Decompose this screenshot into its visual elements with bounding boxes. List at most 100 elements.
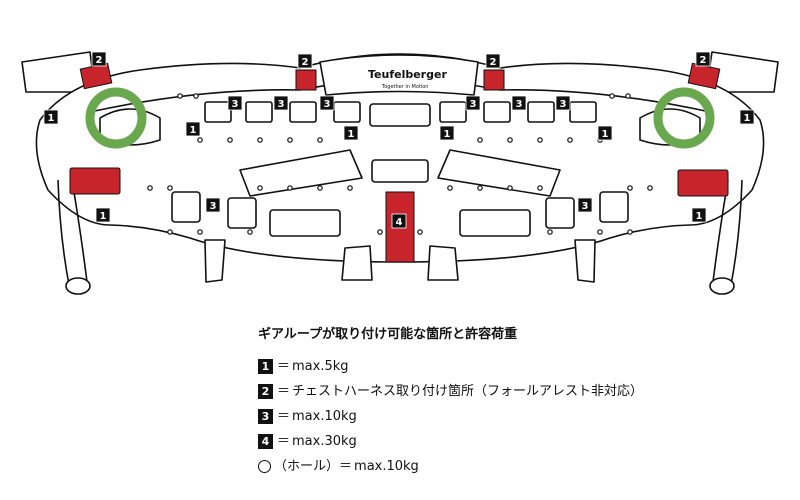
svg-text:1: 1 [190, 125, 197, 136]
buckle [245, 101, 273, 123]
legend-title: ギアループが取り付け可能な箇所と許容荷重 [258, 327, 518, 342]
legend: ギアループが取り付け可能な箇所と許容荷重 1 ＝ max.5kg 2 ＝ チェス… [258, 328, 643, 482]
equals-sign: ＝ [339, 458, 353, 474]
legend-text-4: max.30kg [292, 433, 357, 449]
slot-left-low [269, 209, 341, 237]
marker-2: 2 [297, 53, 313, 69]
badge-2: 2 [258, 383, 273, 399]
svg-text:2: 2 [700, 55, 707, 66]
marker-3: 3 [319, 95, 335, 111]
equals-sign: ＝ [277, 383, 291, 399]
marker-2: 2 [91, 51, 107, 67]
marker-2: 2 [485, 53, 501, 69]
hole [377, 229, 383, 235]
hole [477, 137, 483, 143]
slot-right-low [459, 209, 531, 237]
buckle [545, 197, 575, 229]
svg-text:1: 1 [48, 113, 55, 124]
marker-1: 1 [691, 207, 707, 223]
hole [567, 137, 573, 143]
hole [177, 93, 183, 99]
hole-label: （ホール） [274, 458, 340, 474]
buckle [527, 101, 555, 123]
leg-strap-right-1 [427, 245, 459, 281]
equals-sign: ＝ [277, 408, 291, 424]
hole [227, 137, 233, 143]
slot-center-mid [371, 159, 429, 183]
rope-end-left [65, 277, 91, 295]
hole [627, 185, 633, 191]
buckle [569, 101, 597, 123]
svg-text:1: 1 [100, 211, 107, 222]
hole [147, 185, 153, 191]
marker-3: 3 [511, 95, 527, 111]
logo-tagline: Together in Motion [381, 84, 428, 90]
legend-row-4: 4 ＝ max.30kg [258, 432, 643, 450]
hole [317, 185, 323, 191]
hole [197, 229, 203, 235]
svg-text:3: 3 [278, 99, 285, 110]
marker-3: 3 [273, 95, 289, 111]
marker-1: 1 [597, 125, 613, 141]
buckle [439, 101, 467, 123]
marker-3: 3 [577, 197, 593, 213]
svg-text:4: 4 [396, 217, 403, 228]
hole [547, 229, 553, 235]
buckle [333, 101, 361, 123]
leg-strap-left-2 [341, 245, 373, 281]
buckle [204, 101, 232, 123]
marker-1: 1 [95, 207, 111, 223]
hole [257, 137, 263, 143]
leg-strap-right-2 [574, 239, 596, 283]
hole [447, 185, 453, 191]
hole [347, 185, 353, 191]
svg-text:2: 2 [490, 57, 497, 68]
legend-row-1: 1 ＝ max.5kg [258, 357, 643, 375]
hole [257, 185, 263, 191]
svg-text:3: 3 [470, 99, 477, 110]
harness-diagram: Teufelberger Together in Motion 1 1 1 1 1 1 1 1… [21, 51, 779, 295]
hole [627, 229, 633, 235]
marker-3: 3 [555, 95, 571, 111]
rope-end-right [709, 277, 735, 295]
badge-3: 3 [258, 408, 273, 424]
marker-1: 1 [43, 109, 59, 125]
hole [537, 185, 543, 191]
marker-1: 1 [439, 125, 455, 141]
legend-text-3: max.10kg [292, 408, 357, 424]
marker-1: 1 [185, 121, 201, 137]
logo-text: Teufelberger [368, 68, 447, 81]
svg-text:3: 3 [210, 201, 217, 212]
svg-text:3: 3 [324, 99, 331, 110]
hole [197, 137, 203, 143]
hole [597, 229, 603, 235]
svg-text:1: 1 [602, 129, 609, 140]
webbing-left [239, 149, 363, 197]
red-mark-top-c1 [295, 69, 317, 91]
marker-4: 4 [391, 213, 407, 229]
hole [507, 137, 513, 143]
hole [417, 229, 423, 235]
hole [317, 137, 323, 143]
hole-text: max.10kg [354, 458, 419, 474]
svg-text:1: 1 [348, 129, 355, 140]
marker-1: 1 [739, 109, 755, 125]
red-mark-side-right [677, 169, 729, 197]
svg-text:1: 1 [444, 129, 451, 140]
svg-text:1: 1 [744, 113, 751, 124]
hole [609, 93, 615, 99]
badge-1: 1 [258, 358, 273, 374]
red-mark-side-left [69, 167, 121, 195]
hole [647, 185, 653, 191]
buckle [483, 101, 511, 123]
svg-text:3: 3 [232, 99, 239, 110]
red-mark-top-c2 [483, 69, 505, 91]
marker-1: 1 [343, 125, 359, 141]
svg-text:3: 3 [582, 201, 589, 212]
buckle [289, 101, 317, 123]
svg-text:2: 2 [96, 55, 103, 66]
webbing-right [437, 149, 561, 197]
hole [247, 229, 253, 235]
buckle [599, 191, 629, 223]
marker-3: 3 [227, 95, 243, 111]
